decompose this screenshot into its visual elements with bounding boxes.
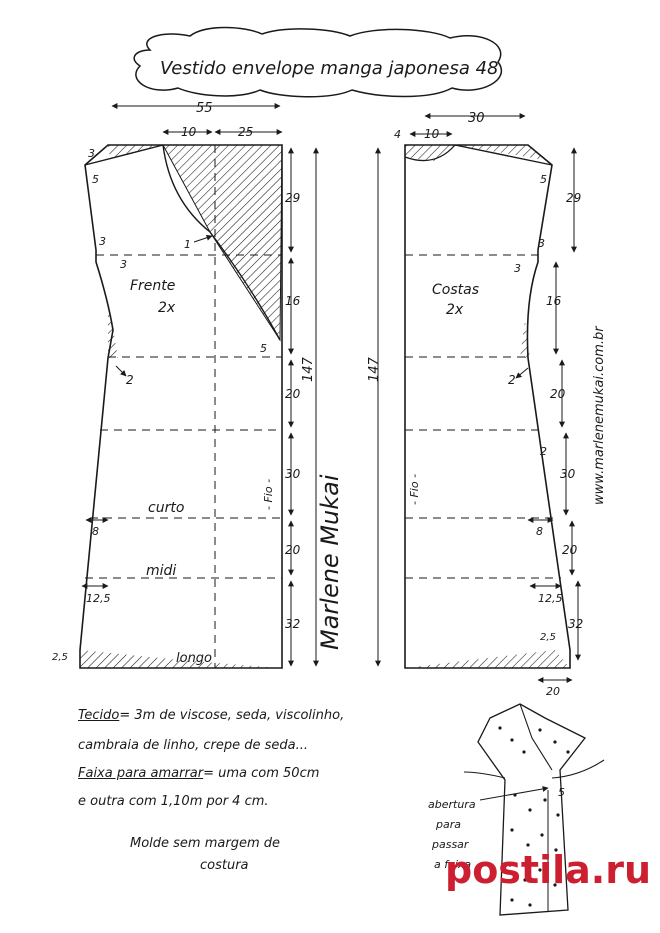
back-len-2: 16 bbox=[546, 294, 562, 308]
front-hem-up: 2,5 bbox=[52, 652, 68, 663]
back-shoulder-hatch bbox=[455, 145, 545, 160]
sash-note-2: e outra com 1,10m por 4 cm. bbox=[78, 794, 269, 809]
front-grain: - Fio - bbox=[262, 479, 275, 510]
fabric-label: Tecido bbox=[78, 708, 120, 723]
front-hem-hatch bbox=[80, 650, 280, 668]
front-shoulder-in: 5 bbox=[92, 173, 99, 186]
fabric-text: = 3m de viscose, seda, viscolinho, bbox=[119, 708, 345, 723]
front-outline bbox=[79, 144, 283, 669]
callout-line-1: abertura bbox=[428, 798, 476, 811]
seam-note-2: costura bbox=[200, 858, 249, 873]
sash-label: Faixa para amarrar bbox=[78, 766, 204, 781]
dress-sketch: 5 bbox=[463, 703, 605, 916]
back-neck-hatch bbox=[405, 145, 455, 162]
back-neck-width: 10 bbox=[424, 127, 440, 141]
front-wrap-hatch bbox=[162, 144, 283, 342]
back-len-5: 20 bbox=[562, 543, 578, 557]
back-neck-curve bbox=[404, 144, 456, 162]
front-wrap-line bbox=[162, 144, 281, 341]
fabric-note-2: cambraia de linho, crepe de seda... bbox=[78, 738, 308, 753]
front-len-2: 16 bbox=[285, 294, 301, 308]
callout-line-4: a faixa bbox=[434, 858, 471, 871]
front-armhole-in: 3 bbox=[120, 258, 127, 271]
watermark-text: postila.ru bbox=[445, 848, 651, 892]
site-url: www.marlenemukai.com.br bbox=[592, 325, 607, 505]
front-cut-short: curto bbox=[148, 500, 184, 516]
back-guide-lines bbox=[405, 254, 561, 579]
front-len-4: 30 bbox=[285, 467, 301, 481]
front-guide-lines bbox=[85, 145, 282, 668]
front-wrap-mark: 1 bbox=[184, 238, 191, 251]
callout-line-3: passar bbox=[431, 838, 470, 851]
front-len-3: 20 bbox=[285, 387, 301, 401]
signature: Marlene Mukai bbox=[316, 474, 344, 650]
back-hem-step-short: 8 bbox=[536, 525, 543, 538]
back-len-6: 32 bbox=[568, 617, 583, 631]
back-pattern: 30 10 4 5 3 3 2 2 Costas 2x 8 12,5 2,5 2… bbox=[394, 111, 573, 698]
title-cloud: Vestido envelope manga japonesa 48 bbox=[133, 26, 503, 98]
front-armhole-step: 3 bbox=[99, 235, 106, 248]
watermark: postila.ru bbox=[445, 848, 651, 892]
front-neck-width: 10 bbox=[181, 125, 197, 139]
page-title: Vestido envelope manga japonesa 48 bbox=[160, 58, 499, 79]
front-len-6: 32 bbox=[285, 617, 300, 631]
back-side-in-2: 2 bbox=[540, 445, 547, 458]
front-side-in: 2 bbox=[126, 373, 134, 387]
front-shoulder-line bbox=[84, 144, 164, 166]
back-outline bbox=[404, 144, 571, 669]
front-len-5: 20 bbox=[285, 543, 301, 557]
front-overlap-width: 25 bbox=[238, 125, 253, 139]
back-label: Costas bbox=[432, 282, 479, 298]
sash-note: Faixa para amarrar= uma com 50cm bbox=[78, 766, 438, 781]
back-neck-drop: 4 bbox=[394, 128, 401, 141]
front-len-1: 29 bbox=[285, 191, 300, 205]
back-len-3: 20 bbox=[550, 387, 566, 401]
back-hem-hatch bbox=[405, 650, 570, 668]
back-armhole-in: 3 bbox=[538, 237, 545, 250]
back-qty: 2x bbox=[446, 302, 464, 318]
back-side-in: 2 bbox=[508, 373, 516, 387]
front-wrap-end: 5 bbox=[260, 342, 267, 355]
opening-callout: abertura para passar a faixa bbox=[428, 798, 476, 871]
front-hem-step-short: 8 bbox=[92, 525, 99, 538]
back-width-label: 30 bbox=[468, 111, 485, 126]
back-armhole-step: 3 bbox=[514, 262, 521, 275]
back-length-dims bbox=[375, 147, 581, 667]
back-total-length: 147 bbox=[367, 356, 382, 382]
sash-text: = uma com 50cm bbox=[203, 766, 320, 781]
back-shoulder-line bbox=[454, 144, 553, 166]
front-width-label: 55 bbox=[196, 101, 213, 116]
back-len-1: 29 bbox=[566, 191, 581, 205]
front-length-dims bbox=[288, 147, 319, 667]
front-cut-long: longo bbox=[176, 651, 212, 666]
fabric-note: Tecido= 3m de viscose, seda, viscolinho, bbox=[78, 708, 508, 723]
front-label: Frente bbox=[130, 278, 175, 294]
back-hem-out: 20 bbox=[546, 685, 560, 698]
sketch-mark: 5 bbox=[558, 786, 565, 799]
front-cut-midi: midi bbox=[146, 563, 176, 579]
front-hem-step-midi: 12,5 bbox=[86, 592, 111, 605]
back-grain: - Fio - bbox=[408, 474, 421, 505]
front-qty: 2x bbox=[158, 300, 176, 316]
callout-line-2: para bbox=[435, 818, 461, 831]
seam-note-1: Molde sem margem de bbox=[130, 836, 281, 851]
svg-text:Marlene Mukai: Marlene Mukai bbox=[316, 474, 344, 650]
front-pattern: 55 10 25 3 5 3 3 2 1 5 Frente 2x curto m… bbox=[52, 101, 283, 669]
front-total-length: 147 bbox=[301, 356, 316, 382]
back-hem-step-midi: 12,5 bbox=[538, 592, 563, 605]
back-len-4: 30 bbox=[560, 467, 576, 481]
back-hem-up: 2,5 bbox=[540, 632, 556, 643]
front-shoulder-drop: 3 bbox=[88, 147, 95, 160]
back-shoulder-in: 5 bbox=[540, 173, 547, 186]
